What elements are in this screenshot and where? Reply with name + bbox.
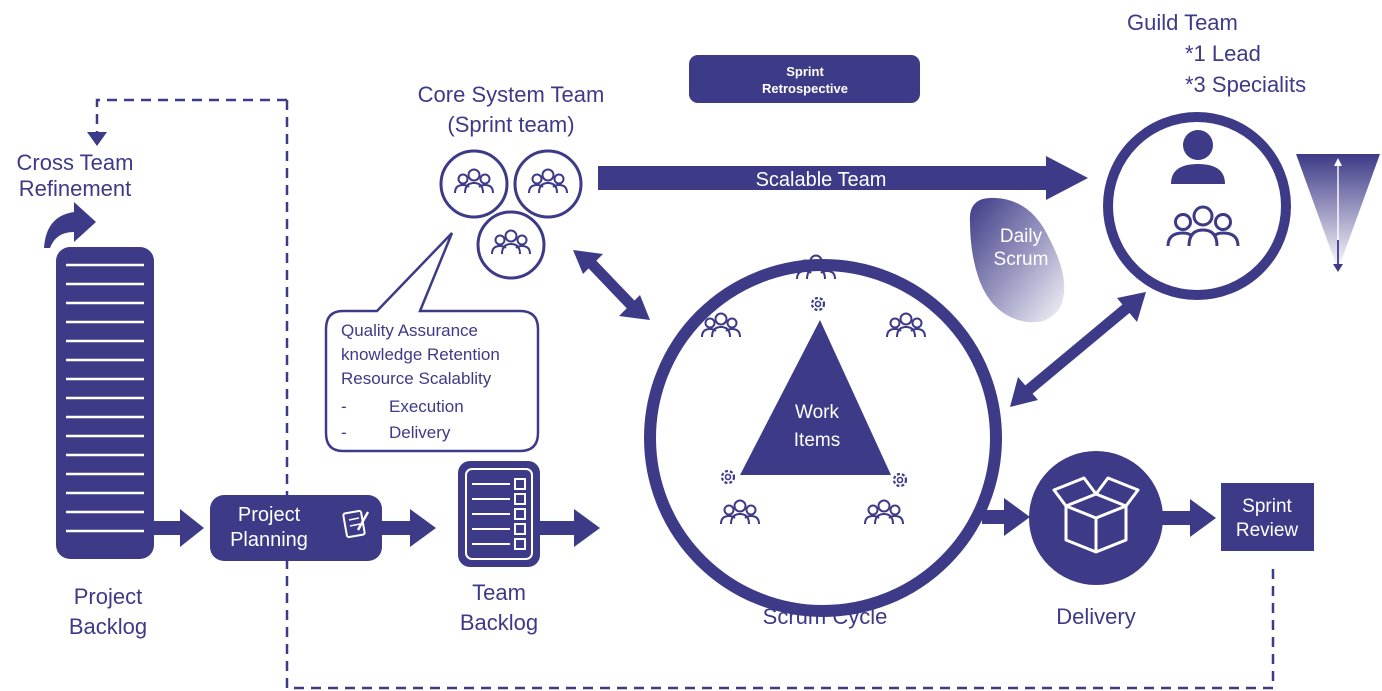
work-items-label-2: Items	[794, 430, 840, 451]
sprint-retrospective-label-1: Sprint	[786, 64, 824, 79]
core-team-label-2: (Sprint team)	[447, 112, 574, 137]
inverted-triangle-icon	[1296, 154, 1380, 272]
open-box-icon	[1052, 476, 1140, 554]
sprint-review-box	[1221, 483, 1314, 551]
callout-dash-2: -	[341, 423, 347, 442]
people-group-icon-guild	[1166, 205, 1240, 247]
arrow-team-backlog-to-scrum	[540, 509, 600, 547]
arrow-backlog-to-planning	[154, 509, 204, 547]
daily-scrum-label-2: Scrum	[994, 249, 1049, 270]
team-backlog-label-1: Team	[472, 580, 526, 605]
work-items-label-1: Work	[795, 402, 839, 423]
scalable-team-arrow	[598, 156, 1088, 200]
cross-team-label-1: Cross Team	[17, 150, 134, 175]
sprint-retrospective-box	[689, 55, 920, 103]
arrow-scrum-to-delivery	[982, 498, 1030, 536]
project-backlog-stack	[56, 247, 154, 559]
project-planning-label-2: Planning	[230, 529, 308, 551]
team-backlog-icon	[458, 461, 540, 567]
guild-team-specialists: *3 Specialits	[1185, 72, 1306, 97]
dashed-arrowhead	[87, 132, 107, 146]
cross-team-label-2: Refinement	[19, 176, 132, 201]
team-backlog-label-2: Backlog	[460, 610, 538, 635]
scalable-team-label: Scalable Team	[756, 169, 887, 191]
arrow-delivery-to-review	[1162, 499, 1216, 537]
person-icon	[1171, 130, 1225, 184]
guild-team-lead: *1 Lead	[1185, 41, 1261, 66]
core-team-circle-3	[476, 210, 546, 280]
guild-team-label: Guild Team	[1127, 10, 1238, 35]
callout-line-1: Quality Assurance	[341, 321, 478, 340]
project-backlog-label-2: Backlog	[69, 614, 147, 639]
callout-line-5: Delivery	[389, 423, 451, 442]
dashed-boundary	[95, 98, 1275, 690]
sprint-review-label-1: Sprint	[1242, 496, 1292, 517]
clipboard-pen-icon	[342, 509, 370, 539]
callout-line-3: Resource Scalablity	[341, 369, 492, 388]
callout-line-4: Execution	[389, 397, 464, 416]
sprint-retrospective-label-2: Retrospective	[762, 81, 848, 96]
daily-scrum-bubble	[969, 197, 1065, 323]
double-arrow-scrum-guild	[1010, 292, 1146, 407]
arrow-planning-to-team-backlog	[382, 509, 436, 547]
callout-line-2: knowledge Retention	[341, 345, 500, 364]
sprint-review-label-2: Review	[1236, 520, 1299, 541]
project-planning-box	[210, 495, 382, 561]
guild-team-circle	[1103, 112, 1291, 300]
delivery-badge	[1029, 451, 1163, 585]
project-planning-label-1: Project	[238, 504, 301, 526]
core-team-circle-1	[439, 149, 509, 219]
project-backlog-label-1: Project	[74, 584, 142, 609]
double-arrow-core-scrum	[573, 250, 650, 320]
work-items-triangle	[740, 320, 891, 475]
callout-dash-1: -	[341, 397, 347, 416]
curved-arrow-icon	[44, 202, 96, 248]
callout-bubble	[324, 232, 540, 453]
delivery-label: Delivery	[1056, 604, 1135, 629]
core-team-label-1: Core System Team	[418, 82, 605, 107]
daily-scrum-label-1: Daily	[1000, 226, 1043, 247]
scrum-cycle-label: Scrum Cycle	[763, 604, 888, 629]
core-team-circle-2	[513, 149, 583, 219]
